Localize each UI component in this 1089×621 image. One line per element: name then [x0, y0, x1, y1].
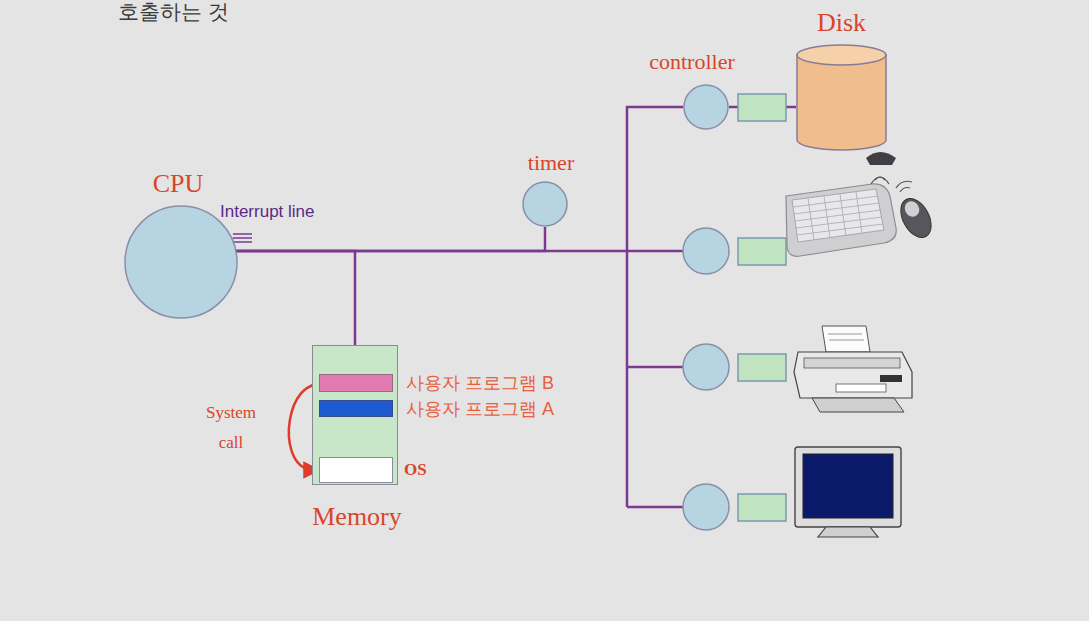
program-block: 사용자 프로그램 B: [319, 374, 393, 392]
timer-circle: timer: [522, 181, 568, 227]
printer-icon: [794, 326, 912, 412]
cylinder-top: [797, 45, 886, 65]
bus-line: [236, 227, 545, 251]
interrupt-mark: [233, 234, 252, 242]
bus-line: [236, 107, 683, 251]
circle-outline: [522, 181, 568, 227]
adapter-boxes: [738, 94, 786, 521]
keyboard-icon: [786, 152, 937, 256]
node-label: CPU: [153, 169, 204, 199]
bus-lines: [627, 251, 683, 507]
disk-cylinder: Disk: [796, 45, 887, 150]
node-label: OS: [404, 460, 427, 480]
heading-fragment: 호출하는 것: [118, 0, 229, 24]
cpu-circle: CPU: [124, 205, 238, 319]
memory-box: Memory사용자 프로그램 B사용자 프로그램 AOS: [312, 345, 398, 485]
os-block: OS: [319, 457, 393, 483]
node-label: controller: [649, 49, 735, 74]
edge-label: System call: [196, 398, 266, 458]
cylinder-body: [797, 55, 886, 150]
circle-shape: [684, 85, 728, 129]
program-block: 사용자 프로그램 A: [319, 400, 393, 417]
circle-shape: [523, 182, 567, 226]
node-label: 사용자 프로그램 B: [406, 373, 554, 394]
node-label: 사용자 프로그램 A: [406, 398, 554, 419]
controller-circle: controller: [683, 84, 729, 130]
node-label: Memory: [312, 502, 402, 532]
cylinder-outline: [796, 45, 887, 150]
circle-outline: [124, 205, 238, 319]
line-label: Interrupt line: [220, 202, 315, 222]
circle-outline: [683, 84, 729, 130]
monitor-icon: [795, 447, 901, 537]
node-label: timer: [528, 150, 574, 175]
node-label: Disk: [817, 8, 866, 38]
circle-shape: [125, 206, 237, 318]
controller-circles: [683, 228, 729, 530]
bus-line: [236, 251, 355, 345]
